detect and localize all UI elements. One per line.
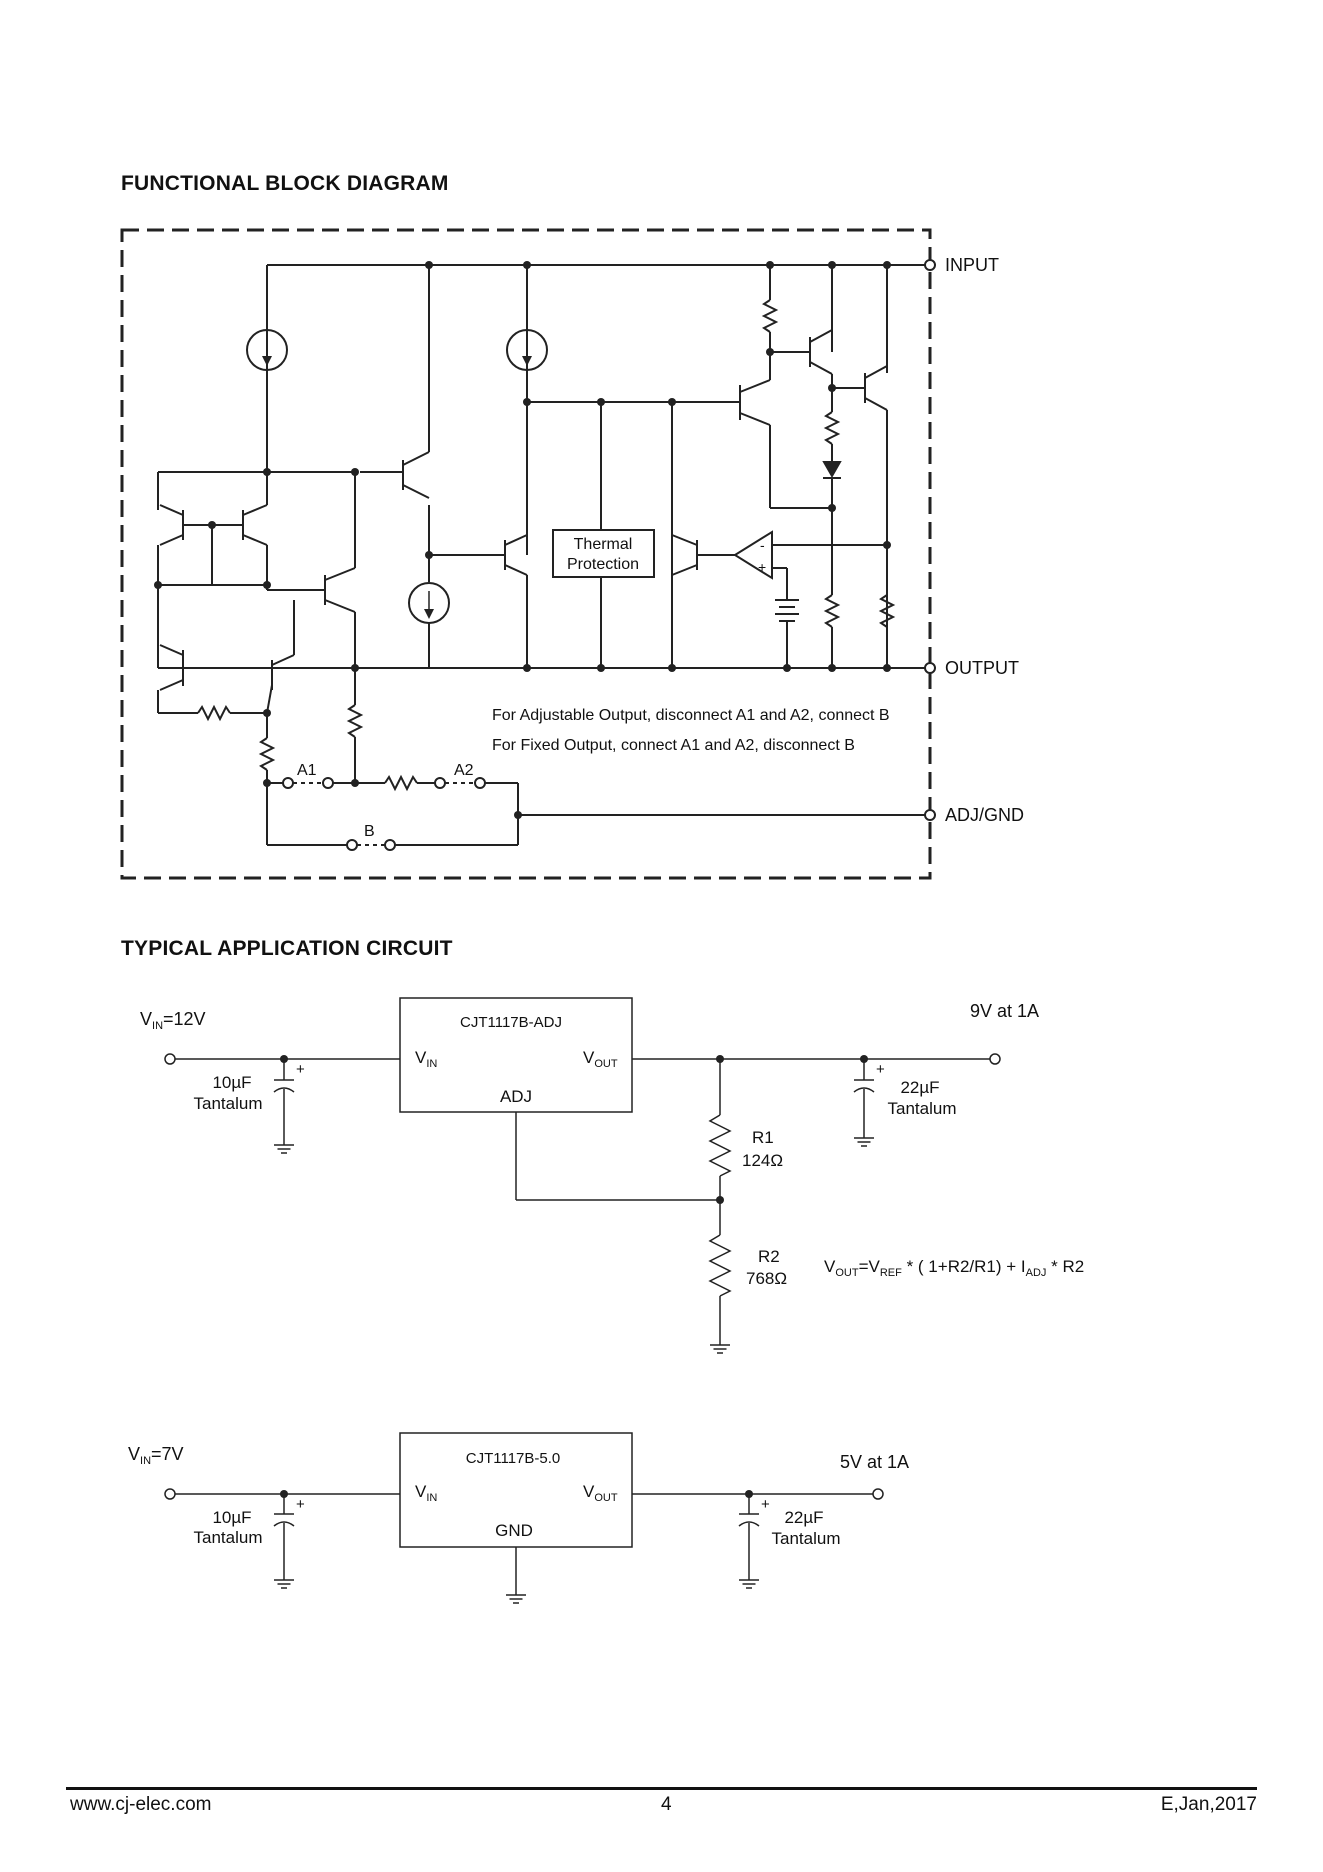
fixed-cap-in-value: 10µF bbox=[212, 1508, 251, 1527]
r2-value: 768Ω bbox=[746, 1269, 787, 1288]
adjustable-circuit bbox=[164, 997, 1001, 1354]
fixed-vout-terminal bbox=[872, 1488, 884, 1500]
adj-cap-in-polarity: + bbox=[296, 1061, 305, 1078]
fixed-vin-label: VIN=7V bbox=[128, 1444, 184, 1467]
chip-boundary bbox=[120, 228, 932, 880]
adj-pin-adj: ADJ bbox=[500, 1087, 532, 1106]
vout-formula: VOUT=VREF * ( 1+R2/R1) + IADJ * R2 bbox=[824, 1257, 1084, 1279]
fixed-regulator-chip bbox=[399, 1432, 633, 1548]
r1-resistor bbox=[708, 1114, 732, 1177]
adj-cap-in-type: Tantalum bbox=[194, 1094, 263, 1113]
fixed-pin-gnd: GND bbox=[495, 1521, 533, 1540]
input-pin-label: INPUT bbox=[945, 255, 999, 275]
current-source-mid-top bbox=[506, 329, 548, 371]
r1-name: R1 bbox=[752, 1128, 774, 1147]
adj-cap-in-value: 10µF bbox=[212, 1073, 251, 1092]
fixed-cap-out-value: 22µF bbox=[784, 1508, 823, 1527]
adj-vin-terminal bbox=[164, 1053, 176, 1065]
adj-regulator-chip bbox=[399, 997, 633, 1113]
adj-vout-terminal bbox=[989, 1053, 1001, 1065]
adj-cap-out-value: 22µF bbox=[900, 1078, 939, 1097]
switch-b-label: B bbox=[364, 823, 375, 840]
current-source-left bbox=[246, 329, 288, 371]
fixed-circuit bbox=[164, 1432, 884, 1604]
left-transistor-network bbox=[154, 451, 430, 783]
footer-url: www.cj-elec.com bbox=[70, 1794, 212, 1815]
adj-cap-out-polarity: + bbox=[876, 1061, 885, 1078]
thermal-protection-block bbox=[552, 529, 655, 578]
page-number: 4 bbox=[661, 1794, 672, 1815]
option-switches bbox=[263, 774, 930, 851]
adj-pin-vin: VIN bbox=[415, 1048, 437, 1070]
r2-name: R2 bbox=[758, 1247, 780, 1266]
output-pin-terminal bbox=[924, 662, 936, 674]
fixed-cap-in-type: Tantalum bbox=[194, 1528, 263, 1547]
revision-date: E,Jan,2017 bbox=[1160, 1794, 1257, 1815]
functional-block-diagram bbox=[120, 228, 936, 880]
fixed-cap-out-polarity: + bbox=[761, 1496, 770, 1513]
adj-cap-out-type: Tantalum bbox=[888, 1099, 957, 1118]
thermal-label-line2: Protection bbox=[567, 556, 639, 573]
switch-a2-label: A2 bbox=[454, 762, 474, 779]
fixed-output-label: 5V at 1A bbox=[840, 1452, 909, 1472]
error-amplifier bbox=[733, 530, 891, 672]
switch-a1-label: A1 bbox=[297, 762, 317, 779]
fixed-chip-name: CJT1117B-5.0 bbox=[466, 1450, 561, 1467]
adj-vin-label: VIN=12V bbox=[140, 1009, 206, 1032]
adj-chip-name: CJT1117B-ADJ bbox=[460, 1014, 562, 1031]
r2-resistor bbox=[708, 1234, 732, 1297]
opamp-plus-label: + bbox=[758, 559, 766, 575]
output-stage bbox=[425, 261, 896, 672]
adjustable-output-note: For Adjustable Output, disconnect A1 and… bbox=[492, 707, 890, 724]
adj-output-label: 9V at 1A bbox=[970, 1001, 1039, 1021]
adj-pin-vout: VOUT bbox=[583, 1048, 618, 1070]
fixed-cap-out-type: Tantalum bbox=[772, 1529, 841, 1548]
fixed-pin-vout: VOUT bbox=[583, 1482, 618, 1504]
footer-rule bbox=[66, 1787, 1257, 1790]
opamp-minus-label: - bbox=[760, 537, 765, 553]
application-circuit-title: TYPICAL APPLICATION CIRCUIT bbox=[121, 937, 453, 960]
fixed-pin-vin: VIN bbox=[415, 1482, 437, 1504]
fixed-output-note: For Fixed Output, connect A1 and A2, dis… bbox=[492, 737, 855, 754]
input-pin-terminal bbox=[924, 259, 936, 271]
block-diagram-title: FUNCTIONAL BLOCK DIAGRAM bbox=[121, 172, 449, 195]
output-pin-label: OUTPUT bbox=[945, 658, 1019, 678]
adj-gnd-pin-terminal bbox=[924, 809, 936, 821]
r1-value: 124Ω bbox=[742, 1151, 783, 1170]
fixed-cap-in-polarity: + bbox=[296, 1496, 305, 1513]
adj-gnd-pin-label: ADJ/GND bbox=[945, 805, 1024, 825]
fixed-vin-terminal bbox=[164, 1488, 176, 1500]
thermal-label-line1: Thermal bbox=[574, 536, 633, 553]
